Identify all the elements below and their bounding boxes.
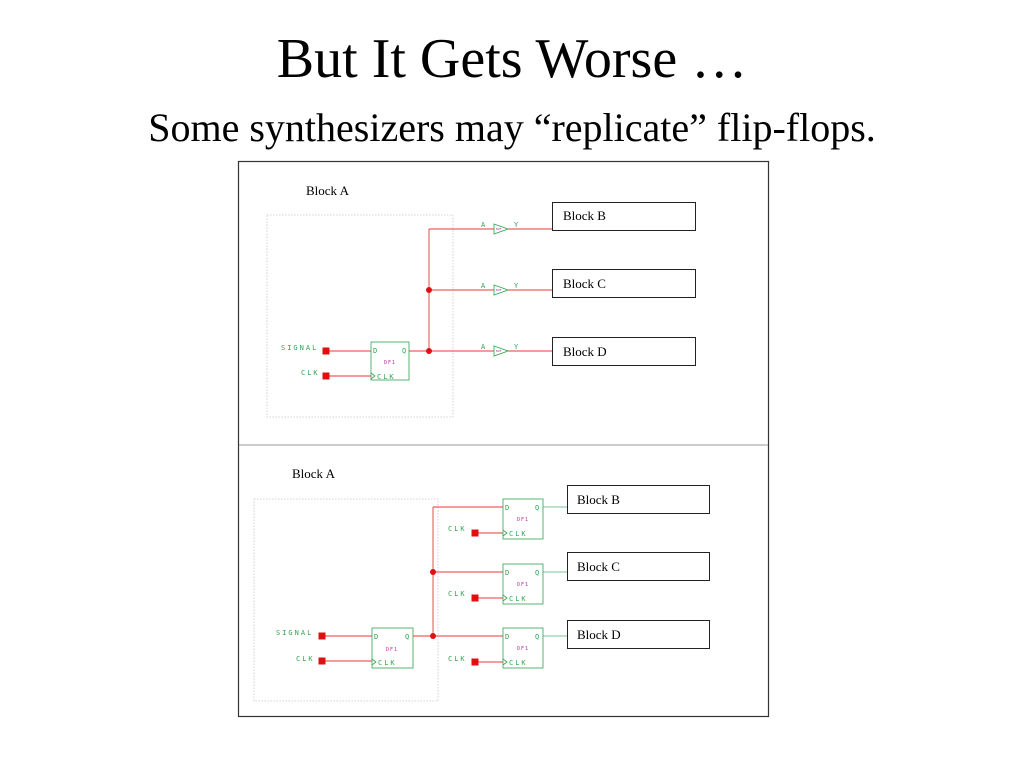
buffer-icon: A Y BUF bbox=[481, 221, 519, 235]
svg-text:CLK: CLK bbox=[377, 373, 396, 381]
clk-port-label: CLK bbox=[448, 525, 467, 533]
svg-text:A: A bbox=[481, 221, 486, 229]
block-d-box: Block D bbox=[552, 337, 696, 366]
svg-text:D: D bbox=[505, 569, 509, 577]
bottom-panel: Block A SIGNAL CLK CLK CLK C bbox=[253, 466, 710, 702]
svg-text:DF1: DF1 bbox=[517, 517, 529, 523]
clk-port-label: CLK bbox=[301, 369, 320, 377]
svg-text:Y: Y bbox=[514, 221, 519, 229]
buffer-icon: A Y BUF bbox=[481, 343, 519, 357]
replicated-flip-flop: D Q DF1 CLK bbox=[502, 563, 544, 605]
svg-text:A: A bbox=[481, 282, 486, 290]
signal-port-icon bbox=[318, 632, 326, 640]
signal-port-label: SIGNAL bbox=[276, 629, 313, 637]
block-c-box: Block C bbox=[552, 269, 696, 298]
svg-text:Y: Y bbox=[514, 282, 519, 290]
svg-text:Block C: Block C bbox=[563, 276, 606, 291]
svg-text:CLK: CLK bbox=[509, 530, 528, 538]
replicated-flip-flop: D Q DF1 CLK bbox=[502, 627, 544, 669]
svg-text:Y: Y bbox=[514, 343, 519, 351]
svg-text:Q: Q bbox=[405, 633, 409, 641]
svg-text:Block D: Block D bbox=[577, 627, 621, 642]
block-b-box: Block B bbox=[567, 485, 710, 514]
block-c-box: Block C bbox=[567, 552, 710, 581]
svg-text:A: A bbox=[481, 343, 486, 351]
block-a-label: Block A bbox=[292, 466, 336, 481]
junction-dot bbox=[426, 348, 432, 354]
svg-text:D: D bbox=[373, 347, 377, 355]
svg-text:CLK: CLK bbox=[509, 595, 528, 603]
clk-port-label: CLK bbox=[296, 655, 315, 663]
junction-dot bbox=[426, 287, 432, 293]
svg-text:BUF: BUF bbox=[496, 349, 502, 353]
flip-flop-df1: D Q DF1 CLK bbox=[371, 627, 414, 669]
signal-port-icon bbox=[322, 347, 330, 355]
svg-text:Q: Q bbox=[535, 633, 539, 641]
svg-text:BUF: BUF bbox=[496, 227, 502, 231]
buffer-icon: A Y BUF bbox=[481, 282, 519, 296]
svg-text:DF1: DF1 bbox=[386, 647, 398, 653]
slide-subtitle: Some synthesizers may “replicate” flip-f… bbox=[148, 105, 876, 150]
signal-port-label: SIGNAL bbox=[281, 344, 318, 352]
svg-text:DF1: DF1 bbox=[517, 646, 529, 652]
clk-port-icon bbox=[471, 658, 479, 666]
block-a-boundary bbox=[266, 214, 454, 418]
block-b-box: Block B bbox=[552, 202, 696, 231]
top-panel: Block A SIGNAL CLK D Q DF1 CLK bbox=[266, 183, 696, 418]
junction-dot bbox=[430, 633, 436, 639]
junction-dot bbox=[430, 569, 436, 575]
svg-text:Q: Q bbox=[402, 347, 406, 355]
svg-text:D: D bbox=[505, 633, 509, 641]
svg-text:DF1: DF1 bbox=[384, 360, 396, 366]
clk-port-label: CLK bbox=[448, 590, 467, 598]
svg-text:DF1: DF1 bbox=[517, 582, 529, 588]
block-a-label: Block A bbox=[306, 183, 350, 198]
svg-text:D: D bbox=[505, 504, 509, 512]
clk-port-icon bbox=[471, 529, 479, 537]
svg-text:CLK: CLK bbox=[509, 659, 528, 667]
svg-text:BUF: BUF bbox=[496, 288, 502, 292]
replicated-flip-flop: D Q DF1 CLK bbox=[502, 498, 544, 540]
block-a-boundary bbox=[253, 498, 439, 702]
bottom-wires bbox=[322, 506, 503, 663]
svg-text:D: D bbox=[374, 633, 378, 641]
clk-port-label: CLK bbox=[448, 655, 467, 663]
svg-text:Block B: Block B bbox=[563, 208, 606, 223]
svg-text:Block C: Block C bbox=[577, 559, 620, 574]
svg-text:Q: Q bbox=[535, 504, 539, 512]
block-d-box: Block D bbox=[567, 620, 710, 649]
svg-text:Block D: Block D bbox=[563, 344, 607, 359]
flip-flop-df1: D Q DF1 CLK bbox=[370, 341, 410, 381]
svg-text:CLK: CLK bbox=[378, 659, 397, 667]
svg-text:Q: Q bbox=[535, 569, 539, 577]
slide-title: But It Gets Worse … bbox=[276, 28, 748, 90]
clk-port-icon bbox=[471, 594, 479, 602]
clk-port-icon bbox=[322, 372, 330, 380]
clk-port-icon bbox=[318, 657, 326, 665]
bottom-output-wires bbox=[543, 506, 568, 637]
svg-text:Block B: Block B bbox=[577, 492, 620, 507]
